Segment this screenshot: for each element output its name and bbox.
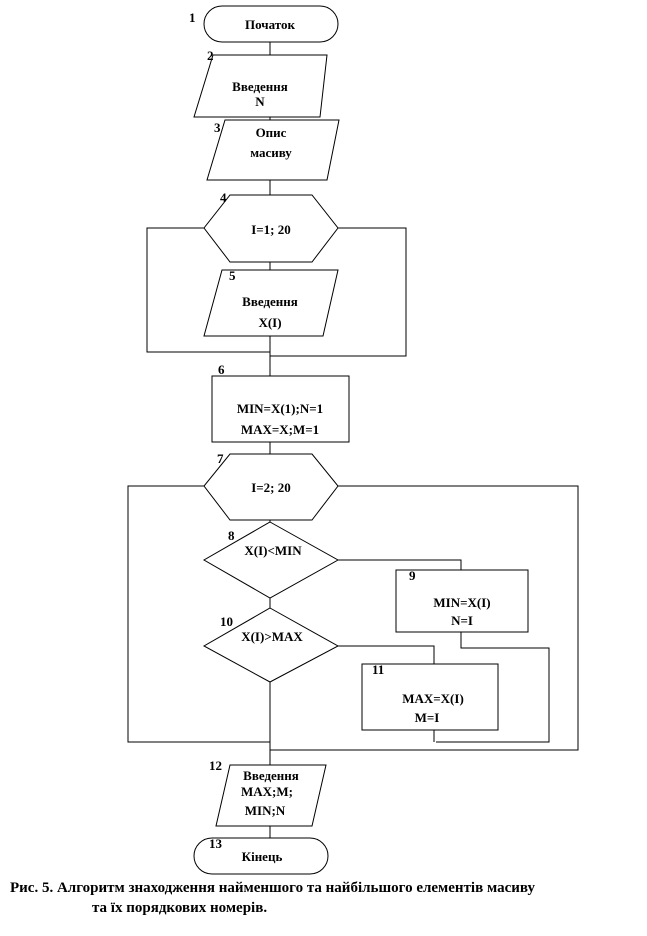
node-loop-1: I=1; 20 4 [203, 190, 339, 263]
node-number: 4 [220, 190, 227, 205]
node-number: 13 [209, 836, 223, 851]
node-number: 1 [189, 10, 196, 25]
node-input-x-label: X(I) [258, 315, 281, 330]
node-number: 11 [372, 662, 384, 677]
node-init-min-max-label: MAX=X;M=1 [241, 422, 319, 437]
node-assign-max-label: M=I [415, 710, 440, 725]
node-input-n-label: Введення [232, 79, 288, 94]
node-input-n-label: N [255, 94, 265, 109]
figure-caption-line-1: Рис. 5. Алгоритм знаходження найменшого … [10, 880, 535, 896]
node-output-result-label: MAX;M; [241, 784, 293, 799]
node-output-result: Введення MAX;M; MIN;N 12 [209, 758, 327, 827]
node-number: 10 [220, 614, 233, 629]
node-number: 3 [214, 120, 221, 135]
node-assign-max: MAX=X(I) M=I 11 [361, 662, 499, 731]
node-loop-1-label: I=1; 20 [251, 222, 291, 237]
node-decision-max: X(I)>MAX 10 [202, 607, 340, 683]
node-init-min-max: MIN=X(1);N=1 MAX=X;M=1 6 [211, 362, 350, 443]
node-assign-min-label: N=I [451, 613, 473, 628]
node-number: 5 [229, 268, 236, 283]
node-number: 9 [409, 568, 416, 583]
flowchart: Початок 1 Введення N 2 Опис масиву 3 I=1… [127, 5, 579, 875]
node-loop-2-label: I=2; 20 [251, 480, 291, 495]
connectors [127, 42, 579, 838]
node-input-x: Введення X(I) 5 [203, 268, 339, 337]
node-end-label: Кінець [242, 849, 283, 864]
node-array-description-label: Опис [256, 125, 287, 140]
node-array-description-label: масиву [250, 145, 292, 160]
node-loop-2: I=2; 20 7 [203, 451, 339, 521]
node-start-label: Початок [245, 17, 295, 32]
node-assign-min: MIN=X(I) N=I 9 [395, 568, 529, 633]
node-input-x-label: Введення [242, 294, 298, 309]
node-start: Початок 1 [189, 5, 339, 43]
node-number: 6 [218, 362, 225, 377]
node-number: 7 [217, 451, 224, 466]
node-number: 12 [209, 758, 222, 773]
node-decision-min: X(I)<MIN 8 [202, 521, 340, 599]
node-init-min-max-label: MIN=X(1);N=1 [237, 401, 323, 416]
node-input-n: Введення N 2 [193, 48, 328, 118]
node-assign-max-label: MAX=X(I) [402, 691, 464, 706]
node-output-result-label: Введення [243, 768, 299, 783]
node-number: 8 [228, 528, 235, 543]
node-output-result-label: MIN;N [245, 803, 286, 818]
node-number: 2 [207, 48, 214, 63]
node-decision-max-label: X(I)>MAX [241, 629, 303, 644]
node-decision-min-label: X(I)<MIN [244, 543, 302, 558]
node-end: Кінець 13 [193, 836, 329, 875]
node-array-description: Опис масиву 3 [206, 119, 340, 181]
node-assign-min-label: MIN=X(I) [433, 595, 490, 610]
figure-caption-line-2: та їх порядкових номерів. [92, 900, 268, 916]
